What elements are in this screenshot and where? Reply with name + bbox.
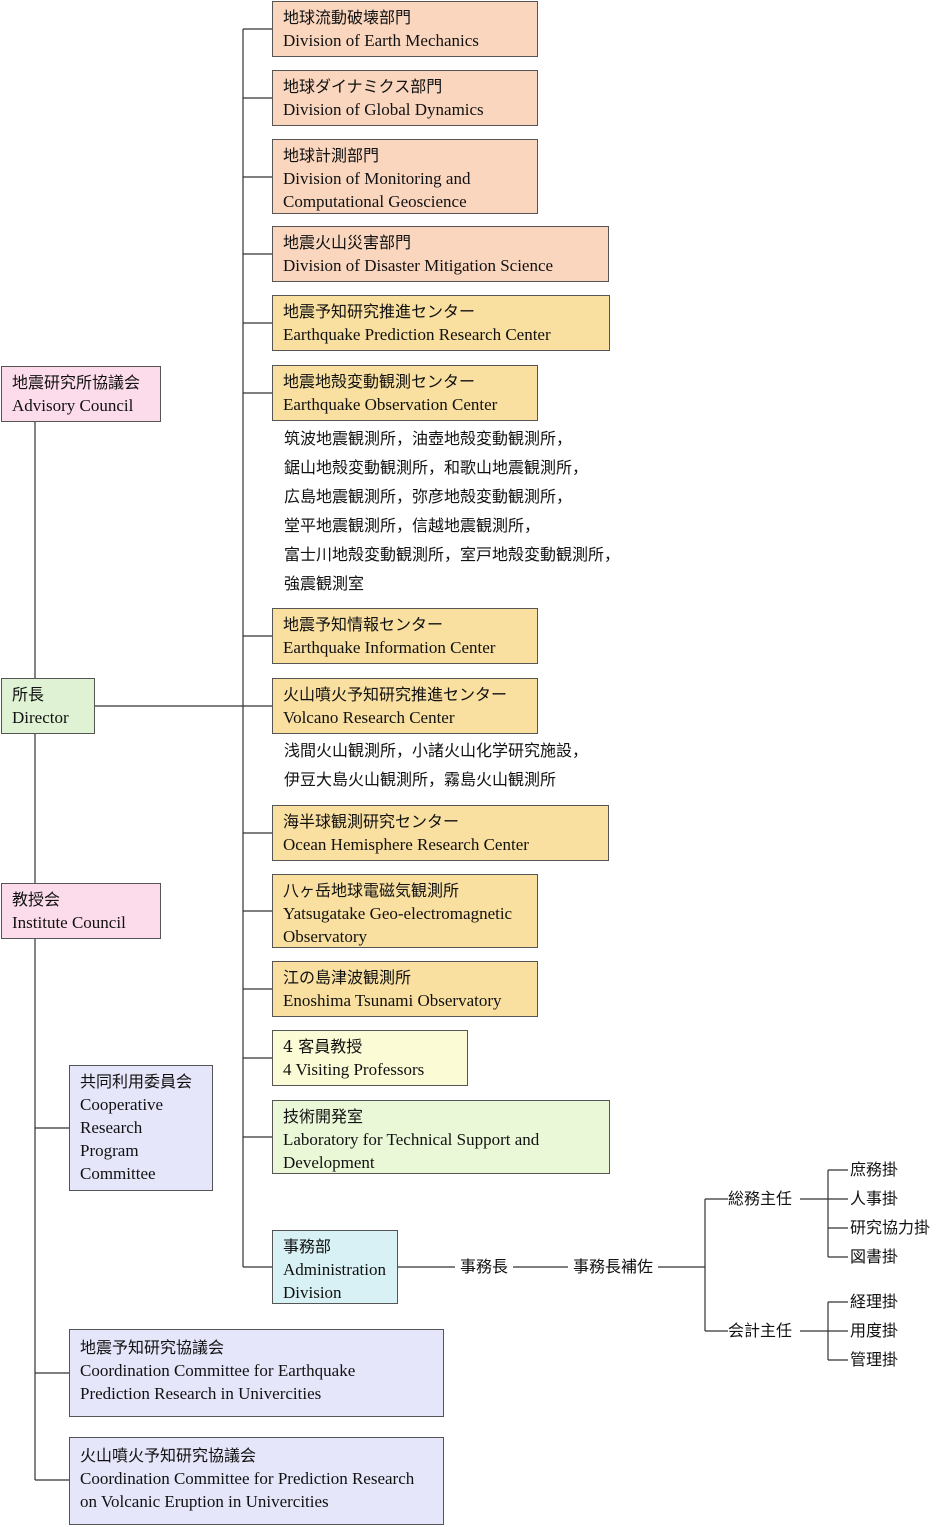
center-volcano-research: 火山噴火予知研究推進センター Volcano Research Center xyxy=(272,678,538,734)
division-en: Ocean Hemisphere Research Center xyxy=(283,835,529,854)
division-ja: 八ヶ岳地球電磁気観測所 xyxy=(283,881,460,900)
station-line: 堂平地震観測所，信越地震観測所， xyxy=(284,516,541,535)
station-line: 鋸山地殻変動観測所，和歌山地震観測所， xyxy=(284,458,589,477)
director-box: 所長 Director xyxy=(1,678,95,734)
general-unit: 庶務掛 xyxy=(850,1160,899,1179)
admin-assistant: 事務長補佐 xyxy=(568,1257,659,1277)
division-en: Division of Monitoring and Computational… xyxy=(283,169,471,211)
center-earthquake-information: 地震予知情報センター Earthquake Information Center xyxy=(272,608,538,664)
institute-council-box: 教授会 Institute Council xyxy=(1,883,161,939)
director-en: Director xyxy=(12,708,69,727)
committee-ja: 火山噴火予知研究協議会 xyxy=(80,1446,257,1465)
general-unit: 研究協力掛 xyxy=(850,1218,931,1237)
accounting-chief: 会計主任 xyxy=(728,1321,793,1341)
general-unit: 人事掛 xyxy=(850,1189,899,1208)
accounting-unit: 用度掛 xyxy=(850,1321,899,1340)
station-line: 強震観測室 xyxy=(284,574,365,593)
division-en: Volcano Research Center xyxy=(283,708,455,727)
division-ja: 江の島津波観測所 xyxy=(283,968,412,987)
advisory-council-ja: 地震研究所協議会 xyxy=(12,373,141,392)
division-en: Yatsugatake Geo-electromagnetic Observat… xyxy=(283,904,513,946)
division-ja: 海半球観測研究センター xyxy=(283,812,460,831)
division-en: Division of Global Dynamics xyxy=(283,100,484,119)
advisory-council-en: Advisory Council xyxy=(12,396,134,415)
vrc-stations-list: 浅間火山観測所，小諸火山化学研究施設， 伊豆大島火山観測所，霧島火山観測所 xyxy=(284,736,588,794)
station-line: 浅間火山観測所，小諸火山化学研究施設， xyxy=(284,741,589,760)
division-ja: 地球流動破壊部門 xyxy=(283,8,412,27)
station-line: 広島地震観測所，弥彦地殻変動観測所， xyxy=(284,487,573,506)
division-ja: 地震予知情報センター xyxy=(283,615,444,634)
institute-council-en: Institute Council xyxy=(12,913,126,932)
division-earth-mechanics: 地球流動破壊部門 Division of Earth Mechanics xyxy=(272,1,538,57)
division-en: Enoshima Tsunami Observatory xyxy=(283,991,502,1010)
committee-volcanic-eruption: 火山噴火予知研究協議会 Coordination Committee for P… xyxy=(69,1437,444,1525)
division-ja: 地震火山災害部門 xyxy=(283,233,412,252)
division-ja: 4 客員教授 xyxy=(283,1037,363,1056)
division-en: Division of Disaster Mitigation Science xyxy=(283,256,554,275)
admin-head: 事務長 xyxy=(455,1257,514,1277)
division-en: Earthquake Information Center xyxy=(283,638,496,657)
division-ja: 技術開発室 xyxy=(283,1107,364,1126)
eoc-stations-list: 筑波地震観測所，油壺地殻変動観測所， 鋸山地殻変動観測所，和歌山地震観測所， 広… xyxy=(284,424,620,598)
director-ja: 所長 xyxy=(12,685,45,704)
committee-earthquake-prediction: 地震予知研究協議会 Coordination Committee for Ear… xyxy=(69,1329,444,1417)
division-global-dynamics: 地球ダイナミクス部門 Division of Global Dynamics xyxy=(272,70,538,126)
committee-cooperative-research: 共同利用委員会 Cooperative Research Program Com… xyxy=(69,1065,213,1191)
division-en: Earthquake Prediction Research Center xyxy=(283,325,551,344)
division-monitoring: 地球計測部門 Division of Monitoring and Comput… xyxy=(272,139,538,214)
division-en: Laboratory for Technical Support and Dev… xyxy=(283,1130,540,1172)
division-en: 4 Visiting Professors xyxy=(283,1060,425,1079)
lab-technical-support: 技術開発室 Laboratory for Technical Support a… xyxy=(272,1100,610,1174)
visiting-professors: 4 客員教授 4 Visiting Professors xyxy=(272,1030,468,1086)
observatory-enoshima: 江の島津波観測所 Enoshima Tsunami Observatory xyxy=(272,961,538,1017)
division-en: Earthquake Observation Center xyxy=(283,395,498,414)
division-ja: 地球計測部門 xyxy=(283,146,380,165)
admin-ja: 事務部 xyxy=(283,1237,332,1256)
division-ja: 地球ダイナミクス部門 xyxy=(283,77,443,96)
station-line: 富士川地殻変動観測所，室戸地殻変動観測所， xyxy=(284,545,621,564)
observatory-yatsugatake: 八ヶ岳地球電磁気観測所 Yatsugatake Geo-electromagne… xyxy=(272,874,538,948)
administration-division: 事務部 Administration Division xyxy=(272,1230,398,1304)
division-en: Division of Earth Mechanics xyxy=(283,31,479,50)
committee-en: Cooperative Research Program Committee xyxy=(80,1095,164,1183)
committee-en: Coordination Committee for Prediction Re… xyxy=(80,1469,415,1511)
division-ja: 火山噴火予知研究推進センター xyxy=(283,685,508,704)
institute-council-ja: 教授会 xyxy=(12,890,61,909)
center-earthquake-observation: 地震地殻変動観測センター Earthquake Observation Cent… xyxy=(272,365,538,421)
advisory-council-box: 地震研究所協議会 Advisory Council xyxy=(1,366,161,422)
center-ocean-hemisphere: 海半球観測研究センター Ocean Hemisphere Research Ce… xyxy=(272,805,609,861)
admin-en: Administration Division xyxy=(283,1260,386,1302)
center-earthquake-prediction: 地震予知研究推進センター Earthquake Prediction Resea… xyxy=(272,295,610,351)
station-line: 伊豆大島火山観測所，霧島火山観測所 xyxy=(284,770,557,789)
accounting-unit: 経理掛 xyxy=(850,1292,899,1311)
general-unit: 図書掛 xyxy=(850,1247,899,1266)
division-ja: 地震予知研究推進センター xyxy=(283,302,476,321)
committee-ja: 共同利用委員会 xyxy=(80,1072,193,1091)
division-disaster-mitigation: 地震火山災害部門 Division of Disaster Mitigation… xyxy=(272,226,609,282)
committee-en: Coordination Committee for Earthquake Pr… xyxy=(80,1361,356,1403)
committee-ja: 地震予知研究協議会 xyxy=(80,1338,225,1357)
division-ja: 地震地殻変動観測センター xyxy=(283,372,476,391)
accounting-unit: 管理掛 xyxy=(850,1350,899,1369)
general-affairs-chief: 総務主任 xyxy=(728,1189,793,1209)
station-line: 筑波地震観測所，油壺地殻変動観測所， xyxy=(284,429,573,448)
